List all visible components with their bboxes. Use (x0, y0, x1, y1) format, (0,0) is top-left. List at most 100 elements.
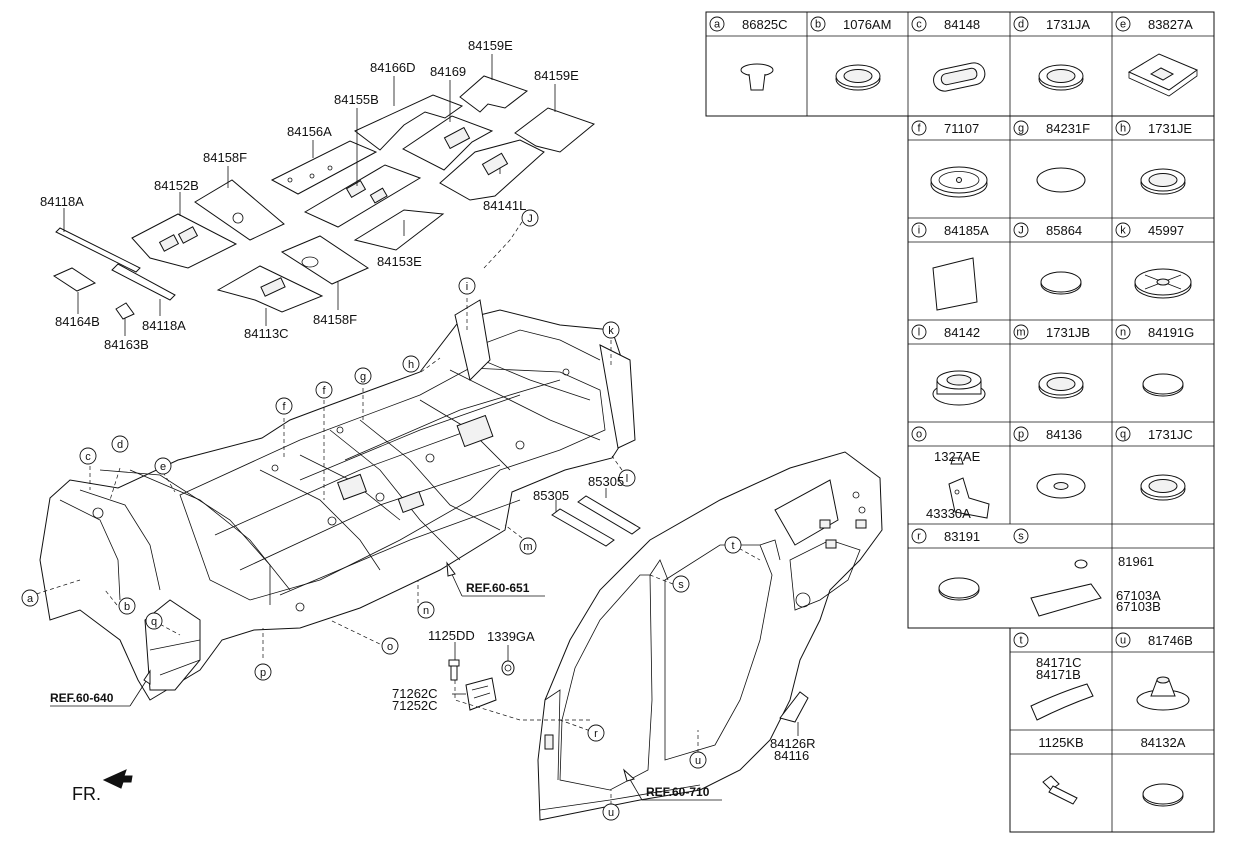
cone-grommet-icon (1136, 676, 1190, 711)
grooved-plug-icon (930, 166, 988, 198)
part-label-84159E: 84159E (534, 68, 579, 83)
svg-text:g: g (360, 371, 366, 383)
pad-84158F-upper (194, 179, 285, 241)
svg-text:n: n (423, 605, 429, 617)
table-cell-code-84148: 84148 (944, 17, 980, 32)
callout-u: u (602, 803, 620, 821)
round-plug-icon (835, 64, 881, 91)
table-cell-q-marker: q (1115, 426, 1131, 442)
callout-f: f (315, 381, 333, 399)
table-cell-c-marker: c (911, 16, 927, 32)
svg-text:m: m (523, 541, 532, 553)
svg-text:c: c (85, 451, 91, 463)
table-cell-code-84142: 84142 (944, 325, 980, 340)
table-cell-s-letter: s (1018, 531, 1024, 543)
table-cell-n-letter: n (1120, 327, 1126, 339)
part-label-84116: 84116 (774, 748, 809, 763)
part-label-85305: 85305 (533, 488, 569, 503)
callout-a: a (21, 589, 39, 607)
table-cell-k-letter: k (1120, 225, 1126, 237)
part-label-84155B: 84155B (334, 92, 379, 107)
part-label-84153E: 84153E (377, 254, 422, 269)
pad-84153E (353, 209, 445, 251)
table-cell-code-84132A: 84132A (1141, 735, 1186, 750)
part-label-84163B: 84163B (104, 337, 149, 352)
svg-text:o: o (387, 641, 393, 653)
table-cell-J-letter: J (1018, 225, 1024, 237)
pad-84163B (115, 302, 135, 320)
oval-plug-icon (933, 62, 986, 92)
label-67103B: 67103B (1116, 599, 1161, 614)
ref-60-640: REF.60-640 (50, 691, 114, 705)
table-cell-e-marker: e (1115, 16, 1131, 32)
table-cell-code-83191: 83191 (944, 529, 980, 544)
part-label-84113C: 84113C (244, 326, 289, 341)
table-cell-p-marker: p (1013, 426, 1029, 442)
curved-pad-icon (1030, 683, 1094, 721)
table-cell-code-1125KB: 1125KB (1038, 735, 1083, 750)
svg-text:k: k (608, 325, 614, 337)
callout-k: k (602, 321, 620, 339)
svg-text:J: J (527, 213, 533, 225)
ref-60-651: REF.60-651 (466, 581, 530, 595)
table-cell-d-marker: d (1013, 16, 1029, 32)
table-cell-code-1076AM: 1076AM (843, 17, 891, 32)
hardware-group (448, 642, 590, 721)
table-cell-J-marker: J (1013, 222, 1029, 238)
table-cell-code-84191G: 84191G (1148, 325, 1194, 340)
round-plug-icon (1038, 64, 1084, 91)
flat-disc-icon (938, 577, 980, 601)
table-cell-k-marker: k (1115, 222, 1131, 238)
callout-f: f (275, 397, 293, 415)
svg-text:t: t (731, 540, 734, 552)
flat-disc-icon (1142, 373, 1184, 397)
cross-plug-icon (1134, 268, 1192, 299)
pad-84164B (52, 267, 97, 292)
pad-with-clip-icon (1030, 559, 1102, 617)
table-cell-i-marker: i (911, 222, 927, 238)
callout-c: c (79, 447, 97, 465)
callout-q: q (145, 612, 163, 630)
front-arrow-icon (102, 769, 133, 789)
table-cell-code-84185A: 84185A (944, 223, 989, 238)
pad-84159E-right (514, 107, 596, 153)
part-label-84159E: 84159E (468, 38, 513, 53)
svg-text:i: i (466, 281, 468, 293)
front-label: FR. (72, 784, 101, 804)
callout-t: t (724, 536, 742, 554)
table-cell-f-letter: f (917, 123, 921, 135)
table-cell-code-81746B: 81746B (1148, 633, 1193, 648)
table-cell-p-letter: p (1018, 429, 1024, 441)
table-cell-i-letter: i (918, 225, 920, 237)
square-pad-icon (1127, 53, 1199, 97)
label-81961: 81961 (1118, 554, 1154, 569)
round-plug-icon (1140, 474, 1186, 501)
strip-84118A-lower (111, 263, 176, 301)
part-label-85305: 85305 (588, 474, 624, 489)
pad-leaders (63, 54, 556, 336)
table-cell-e-letter: e (1120, 19, 1126, 31)
table-icons (740, 53, 1199, 807)
callout-g: g (354, 367, 372, 385)
table-cell-o-letter: o (916, 429, 922, 441)
table-cell-code-85864: 85864 (1046, 223, 1082, 238)
dashed-leaders (29, 221, 761, 812)
svg-text:a: a (27, 593, 34, 605)
svg-text:p: p (260, 667, 266, 679)
part-label-71262C: 71262C (392, 686, 438, 701)
table-cell-r-marker: r (911, 528, 927, 544)
callout-e: e (154, 457, 172, 475)
side-panel (537, 451, 883, 821)
table-cell-code-45997: 45997 (1148, 223, 1184, 238)
svg-text:f: f (322, 385, 326, 397)
table-cell-code-86825C: 86825C (742, 17, 788, 32)
table-cell-r-letter: r (917, 531, 921, 543)
round-plug-icon (1038, 372, 1084, 399)
part-label-84141L: 84141L (483, 198, 526, 213)
table-cell-m-marker: m (1013, 324, 1029, 340)
label-67103A: 67103A (1116, 588, 1161, 603)
part-label-71252C: 71252C (392, 698, 438, 713)
table-cell-c-letter: c (916, 19, 922, 31)
table-cell-h-letter: h (1120, 123, 1126, 135)
